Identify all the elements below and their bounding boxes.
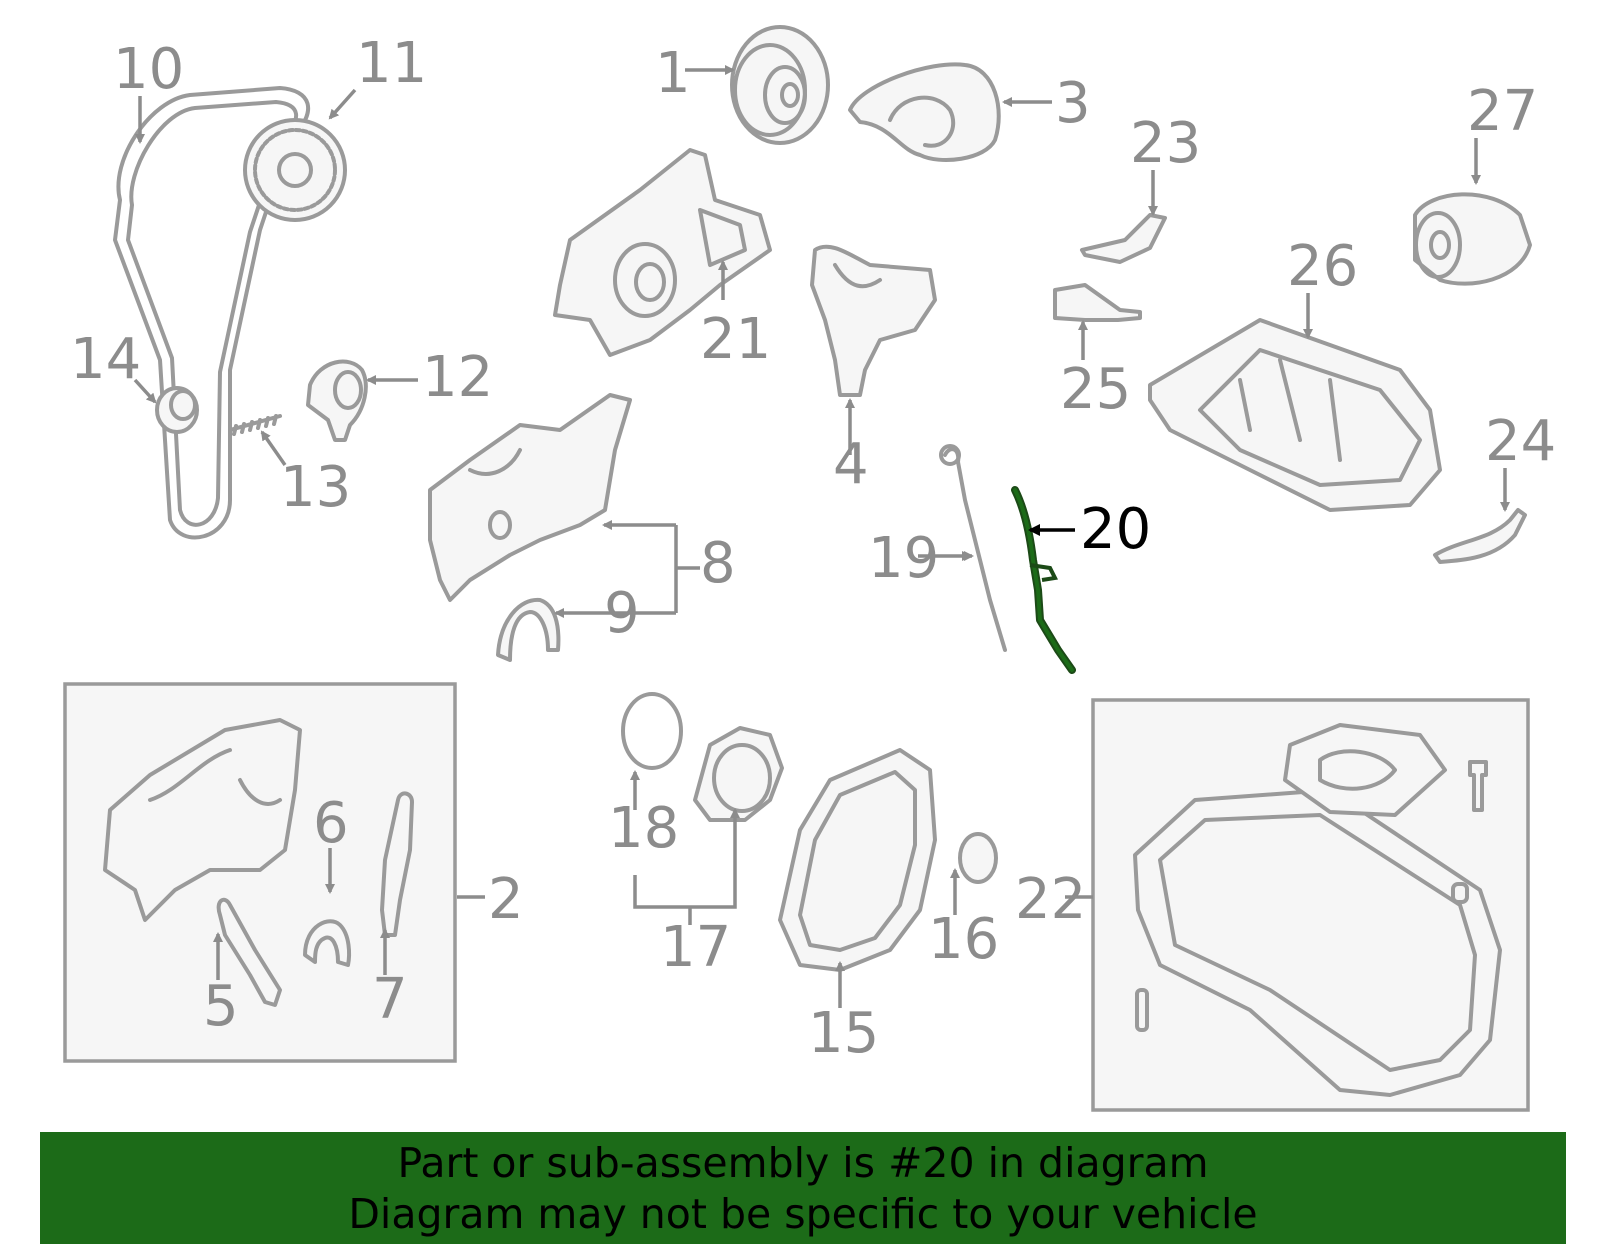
- dipstick-part-19[interactable]: [939, 444, 1007, 652]
- label-3: 3: [1055, 71, 1091, 136]
- label-17: 17: [660, 915, 731, 980]
- label-19: 19: [868, 526, 939, 591]
- label-11: 11: [356, 31, 427, 96]
- spring-part-13[interactable]: [228, 414, 282, 436]
- label-2: 2: [488, 867, 524, 932]
- dipstick-tube-part-20[interactable]: [1011, 486, 1076, 674]
- seal-part-6[interactable]: [303, 919, 351, 967]
- label-22: 22: [1015, 867, 1086, 932]
- oil-baffle-part-4[interactable]: [810, 244, 937, 397]
- label-23: 23: [1130, 111, 1201, 176]
- label-6: 6: [313, 791, 349, 856]
- idler-pulley-part-14[interactable]: [155, 386, 199, 434]
- label-13: 13: [280, 455, 351, 520]
- label-9: 9: [604, 581, 640, 646]
- gasket-part-15[interactable]: [778, 748, 937, 972]
- seal-part-9[interactable]: [496, 597, 561, 662]
- crank-pulley-part-1[interactable]: [730, 25, 830, 145]
- strainer-part-25[interactable]: [1053, 283, 1142, 322]
- lower-timing-cover-part-2[interactable]: [103, 718, 302, 922]
- label-27: 27: [1467, 79, 1538, 144]
- label-26: 26: [1287, 234, 1358, 299]
- upper-oil-pan-part-26[interactable]: [1148, 318, 1442, 512]
- label-10: 10: [113, 37, 184, 102]
- label-18: 18: [608, 796, 679, 861]
- label-7: 7: [372, 967, 408, 1032]
- cam-sprocket-part-11[interactable]: [243, 118, 347, 222]
- footer-line-1: Part or sub-assembly is #20 in diagram: [397, 1139, 1209, 1187]
- label-14: 14: [70, 327, 141, 392]
- label-20: 20: [1080, 497, 1151, 562]
- o-ring-part-18[interactable]: [621, 692, 683, 770]
- oil-filter-part-27[interactable]: [1413, 192, 1532, 286]
- pump-cover-part-3[interactable]: [848, 62, 1001, 162]
- tensioner-part-12[interactable]: [306, 359, 368, 442]
- guide-part-5[interactable]: [216, 897, 282, 1007]
- gasket-part-24[interactable]: [1433, 508, 1527, 564]
- footer-banner: Part or sub-assembly is #20 in diagram D…: [40, 1132, 1566, 1244]
- timing-cover-part-8[interactable]: [428, 393, 632, 602]
- label-15: 15: [808, 1001, 879, 1066]
- label-21: 21: [700, 307, 771, 372]
- label-25: 25: [1060, 357, 1131, 422]
- rear-seal-housing-part-17[interactable]: [693, 726, 784, 822]
- oil-pump-part-21[interactable]: [553, 148, 772, 357]
- oil-pan-part-22[interactable]: [1133, 723, 1502, 1097]
- label-24: 24: [1485, 409, 1556, 474]
- label-12: 12: [422, 345, 493, 410]
- label-16: 16: [928, 907, 999, 972]
- label-4: 4: [833, 432, 869, 497]
- bracket-part-23[interactable]: [1080, 213, 1167, 264]
- seal-part-16[interactable]: [958, 832, 998, 884]
- label-8: 8: [700, 531, 736, 596]
- footer-line-2: Diagram may not be specific to your vehi…: [348, 1190, 1258, 1238]
- label-1: 1: [655, 41, 691, 106]
- label-5: 5: [203, 974, 239, 1039]
